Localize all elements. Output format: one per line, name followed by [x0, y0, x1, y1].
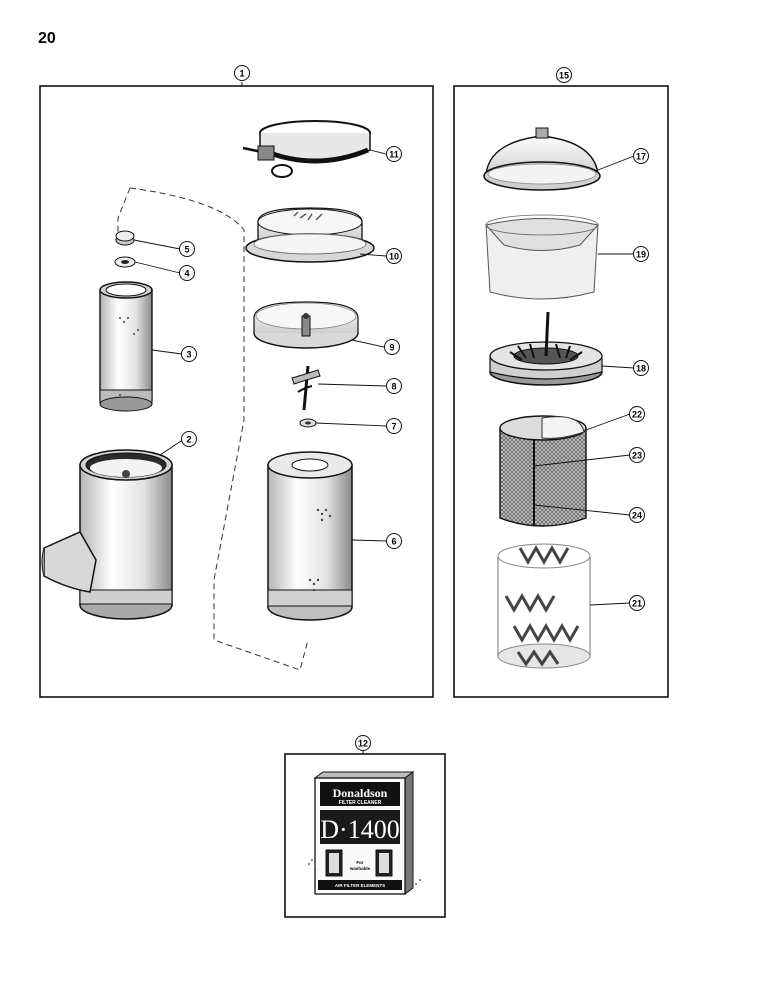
svg-text:15: 15: [559, 71, 569, 81]
svg-text:12: 12: [358, 739, 368, 749]
inner-cap-part: [253, 301, 359, 349]
svg-text:7: 7: [391, 422, 396, 432]
svg-text:11: 11: [389, 150, 399, 160]
callout-9: 9: [384, 339, 400, 355]
callout-24: 24: [629, 507, 645, 523]
cone-shield-part: [485, 214, 599, 300]
callout-10: 10: [386, 248, 402, 264]
svg-text:24: 24: [632, 511, 642, 521]
clamp-band-part: [242, 120, 371, 178]
svg-text:17: 17: [636, 152, 646, 162]
zigzag-element-part: [497, 543, 591, 669]
svg-text:8: 8: [391, 382, 396, 392]
small-washer-part: [299, 418, 317, 428]
dome-cap-part: [483, 127, 601, 191]
callout-21: 21: [629, 595, 645, 611]
svg-text:23: 23: [632, 451, 642, 461]
svg-text:1: 1: [239, 69, 244, 79]
callout-17: 17: [633, 148, 649, 164]
assembly-label-1: 1: [234, 65, 250, 81]
callout-2: 2: [181, 431, 197, 447]
svg-text:21: 21: [632, 599, 642, 609]
svg-text:9: 9: [389, 343, 394, 353]
callout-11: 11: [386, 146, 402, 162]
seal-part-5: [115, 230, 135, 246]
callout-5: 5: [179, 241, 195, 257]
vane-ring-part: [489, 311, 603, 386]
right-leader-lines: [533, 155, 635, 606]
package-washable-text: washable: [349, 866, 371, 871]
callout-18: 18: [633, 360, 649, 376]
page-number: 20: [38, 30, 56, 47]
svg-text:18: 18: [636, 364, 646, 374]
donaldson-cleaner-box: Donaldson FILTER CLEANER D·1400 For wash…: [308, 771, 421, 895]
package-brand: Donaldson: [333, 786, 388, 800]
callout-8: 8: [386, 378, 402, 394]
package-subtitle: FILTER CLEANER: [339, 800, 382, 806]
callout-layer: 11 10 9 8 7 6 5 4 3 2 17 19 18 22 23 24 21: [179, 146, 649, 611]
callout-7: 7: [386, 418, 402, 434]
package-bottom-text: AIR FILTER ELEMENTS: [335, 883, 385, 888]
callout-19: 19: [633, 246, 649, 262]
svg-text:3: 3: [186, 350, 191, 360]
callout-3: 3: [181, 346, 197, 362]
svg-text:4: 4: [184, 269, 189, 279]
callout-4: 4: [179, 265, 195, 281]
inner-filter-element-part: [99, 281, 153, 412]
assembly-label-15: 15: [556, 67, 572, 83]
gasket-part-4: [114, 256, 136, 268]
air-cleaner-cover-part: [245, 207, 375, 263]
assembly-label-12: 12: [355, 735, 371, 754]
svg-text:5: 5: [184, 245, 189, 255]
svg-text:22: 22: [632, 410, 642, 420]
callout-23: 23: [629, 447, 645, 463]
air-cleaner-housing-part: [41, 449, 173, 620]
callout-22: 22: [629, 406, 645, 422]
right-assembly-panel: [453, 85, 669, 698]
outer-filter-element-part: [267, 451, 353, 621]
mesh-screen-part: [499, 415, 587, 527]
svg-text:19: 19: [636, 250, 646, 260]
package-model: D·1400: [320, 815, 399, 844]
svg-text:10: 10: [389, 252, 399, 262]
callout-6: 6: [386, 533, 402, 549]
wing-nut-part: [291, 365, 321, 411]
svg-text:2: 2: [186, 435, 191, 445]
package-panel: [284, 753, 446, 918]
left-leader-lines: [133, 149, 387, 542]
dashed-assembly-outline: [117, 187, 309, 671]
left-assembly-panel: [39, 82, 434, 698]
package-for-text: For: [356, 860, 363, 865]
svg-text:6: 6: [391, 537, 396, 547]
